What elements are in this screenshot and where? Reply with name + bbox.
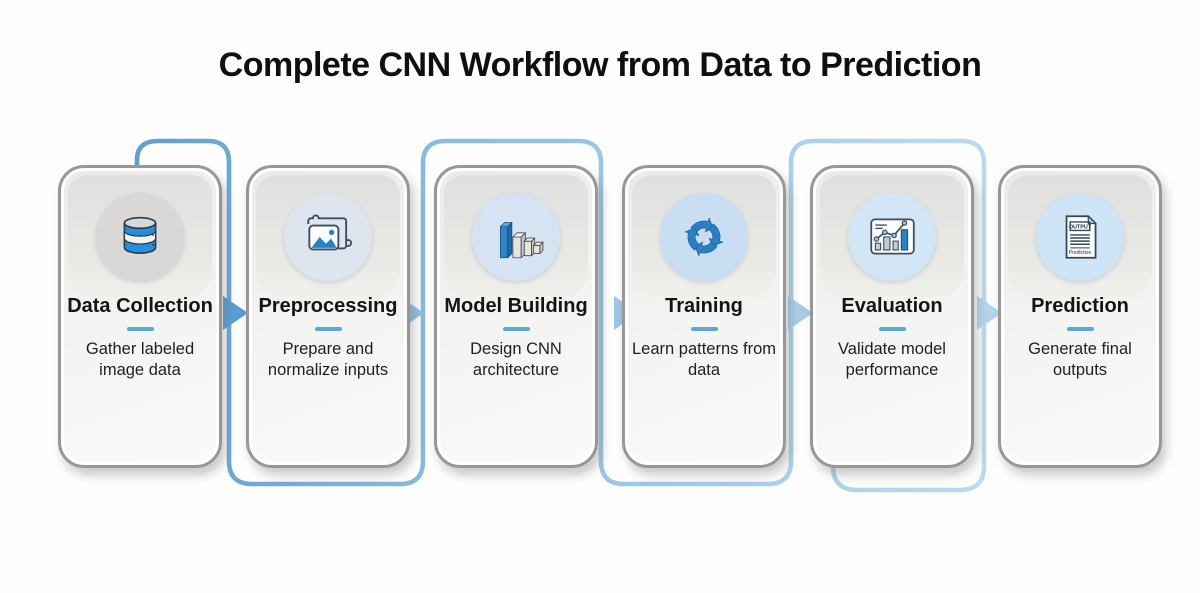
step-card-evaluation: Evaluation Validate model performance xyxy=(810,165,974,468)
title-underline xyxy=(690,327,718,331)
step-title: Evaluation xyxy=(841,295,943,317)
step-title: Prediction xyxy=(1031,295,1129,317)
prediction-label: Prediction xyxy=(1069,250,1092,256)
step-card-prediction: OUTPUT Prediction Prediction Generate fi… xyxy=(998,165,1162,468)
step-card-training: Training Learn patterns from data xyxy=(622,165,786,468)
title-underline xyxy=(878,327,906,331)
title-underline xyxy=(502,327,530,331)
image-puzzle-icon xyxy=(284,193,372,281)
step-description: Generate final outputs xyxy=(1028,339,1132,379)
cnn-layers-icon xyxy=(472,193,560,281)
step-description: Prepare and normalize inputs xyxy=(267,339,389,379)
step-title: Preprocessing xyxy=(258,295,398,317)
step-card-preprocessing: Preprocessing Prepare and normalize inpu… xyxy=(246,165,410,468)
title-underline xyxy=(314,327,342,331)
step-description: Design CNN architecture xyxy=(470,339,562,379)
output-document-icon: OUTPUT Prediction xyxy=(1036,193,1124,281)
step-title: Data Collection xyxy=(67,295,213,317)
step-title: Model Building xyxy=(444,295,588,317)
step-description: Learn patterns from data xyxy=(632,339,776,379)
step-card-model-building: Model Building Design CNN architecture xyxy=(434,165,598,468)
cycle-arrows-icon xyxy=(660,193,748,281)
page-title: Complete CNN Workflow from Data to Predi… xyxy=(218,46,982,84)
database-icon xyxy=(96,193,184,281)
title-underline xyxy=(1066,327,1094,331)
output-label: OUTPUT xyxy=(1069,225,1092,231)
arrow-right-icon xyxy=(977,296,1002,330)
arrow-right-icon xyxy=(223,296,248,330)
step-description: Validate model performance xyxy=(838,339,946,379)
step-card-data-collection: Data Collection Gather labeled image dat… xyxy=(58,165,222,468)
step-title: Training xyxy=(665,295,743,317)
bar-line-chart-icon xyxy=(848,193,936,281)
title-underline xyxy=(126,327,154,331)
serpentine-flow-line xyxy=(134,138,987,493)
step-description: Gather labeled image data xyxy=(85,339,195,379)
arrow-right-icon xyxy=(788,296,813,330)
